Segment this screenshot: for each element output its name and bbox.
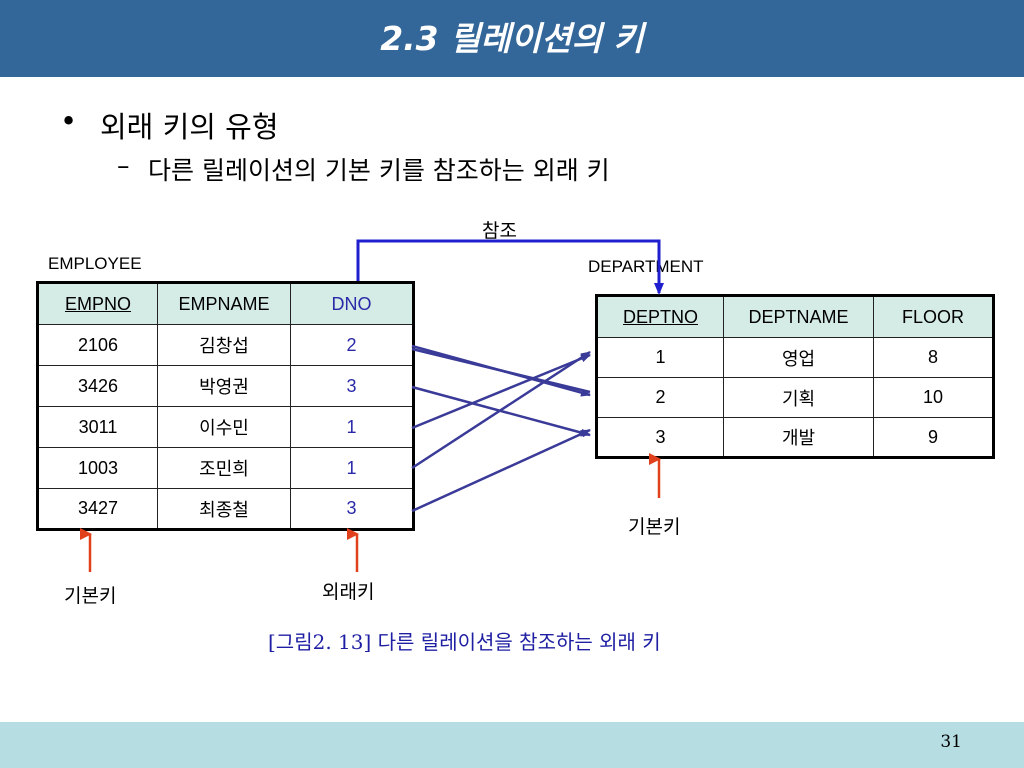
table-row: 3 개발 9: [596, 417, 994, 458]
title-bar: [0, 0, 1024, 77]
table-row: 3427 최종철 3: [37, 488, 414, 530]
employee-cell: 1: [290, 447, 414, 489]
employee-cell: 김창섭: [157, 324, 291, 366]
department-cell: 3: [596, 417, 724, 458]
fk-mapping-line: [411, 428, 591, 513]
fk-mapping-line: [411, 350, 591, 470]
table-row: 2106 김창섭 2: [37, 324, 414, 366]
employee-cell: 조민희: [157, 447, 291, 489]
employee-header-dno: DNO: [290, 282, 414, 325]
fk-mapping-line: [411, 353, 591, 430]
employee-header-empno: EMPNO: [37, 282, 158, 325]
reference-label: 참조: [482, 220, 517, 242]
figure-caption: [그림2. 13] 다른 릴레이션을 참조하는 외래 키: [268, 630, 661, 654]
employee-table: EMPNO EMPNAME DNO 2106 김창섭 2 3426 박영권 3 …: [36, 281, 415, 531]
footer-bar: [0, 722, 1024, 768]
fk-mapping-line: [411, 347, 591, 394]
department-cell: 9: [873, 417, 994, 458]
employee-cell: 3426: [37, 365, 158, 407]
sub-bullet-marker: –: [117, 151, 130, 180]
department-cell: 8: [873, 337, 994, 378]
table-header-row: DEPTNO DEPTNAME FLOOR: [596, 295, 994, 338]
employee-fk-label: 외래키: [322, 581, 375, 603]
department-header-deptno: DEPTNO: [596, 295, 724, 338]
bullet-marker: •: [60, 104, 78, 138]
department-label: DEPARTMENT: [588, 257, 704, 276]
department-cell: 1: [596, 337, 724, 378]
table-header-row: EMPNO EMPNAME DNO: [37, 282, 414, 325]
department-table: DEPTNO DEPTNAME FLOOR 1 영업 8 2 기획 10 3 개…: [595, 294, 995, 459]
employee-header-empname: EMPNAME: [157, 282, 291, 325]
employee-cell: 3: [290, 365, 414, 407]
department-cell: 10: [873, 377, 994, 418]
employee-cell: 박영권: [157, 365, 291, 407]
table-row: 2 기획 10: [596, 377, 994, 418]
employee-cell: 1003: [37, 447, 158, 489]
sub-bullet-text: 다른 릴레이션의 기본 키를 참조하는 외래 키: [148, 156, 610, 185]
employee-label: EMPLOYEE: [48, 254, 142, 273]
reference-line: [356, 239, 664, 295]
employee-cell: 3: [290, 488, 414, 530]
department-pk-label: 기본키: [628, 516, 681, 538]
department-header-floor: FLOOR: [873, 295, 994, 338]
department-cell: 영업: [723, 337, 874, 378]
department-header-deptname: DEPTNAME: [723, 295, 874, 338]
table-row: 1 영업 8: [596, 337, 994, 378]
employee-cell: 최종철: [157, 488, 291, 530]
slide-title: 2.3 릴레이션의 키: [380, 19, 644, 58]
table-row: 1003 조민희 1: [37, 447, 414, 489]
employee-pk-label: 기본키: [64, 585, 117, 607]
table-row: 3426 박영권 3: [37, 365, 414, 407]
bullet-text: 외래 키의 유형: [100, 110, 279, 144]
page-number: 31: [940, 732, 962, 752]
employee-cell: 3427: [37, 488, 158, 530]
department-cell: 기획: [723, 377, 874, 418]
